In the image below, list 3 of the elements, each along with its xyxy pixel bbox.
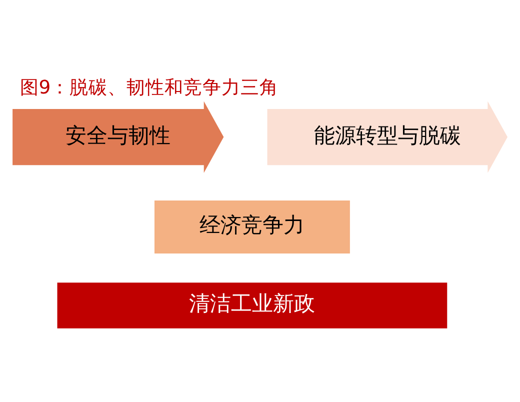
node-box: 清洁工业新政	[57, 282, 448, 328]
node-box: 经济竞争力	[154, 200, 350, 254]
diagram-title: 图9：脱碳、韧性和竞争力三角	[20, 77, 279, 98]
